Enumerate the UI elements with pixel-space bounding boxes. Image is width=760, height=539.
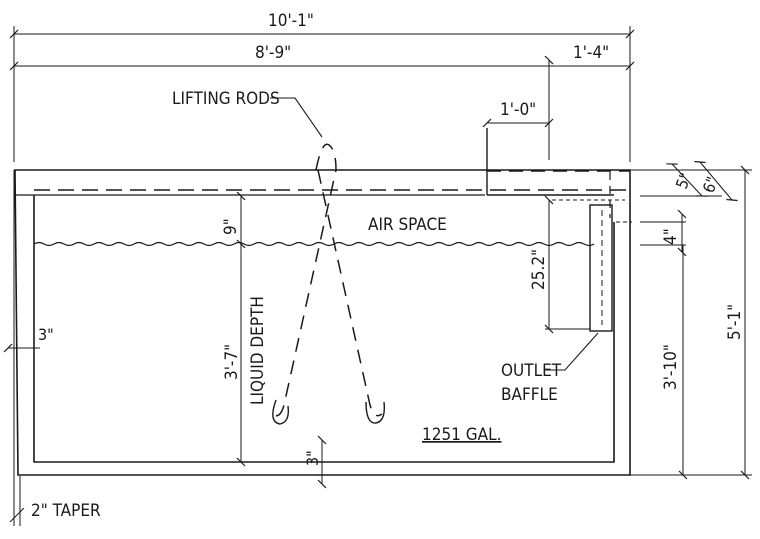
dim-outlet-section: 1'-4" xyxy=(573,43,609,63)
liquid-surface-line xyxy=(33,241,595,247)
label-liquid-depth: LIQUID DEPTH xyxy=(248,296,268,405)
tank-inner-wall xyxy=(33,195,615,463)
tank-body xyxy=(14,128,632,476)
dim-overall-length: 10'-1" xyxy=(268,11,314,31)
lifting-rods-leader xyxy=(270,97,323,138)
label-taper: 2" TAPER xyxy=(31,501,101,521)
label-air-space: AIR SPACE xyxy=(368,215,447,235)
dim-total-height: 5'-1" xyxy=(725,304,745,340)
dim-wall-thickness: 3" xyxy=(38,325,54,344)
outlet-baffle xyxy=(589,204,613,332)
dim-liquid-depth-value: 3'-7" xyxy=(222,344,242,380)
outlet-baffle-leader xyxy=(545,332,599,371)
lifting-rod-hook-right xyxy=(365,401,386,424)
label-outlet-baffle-line2: BAFFLE xyxy=(501,385,558,405)
dim-lid-thickness: 5" xyxy=(672,170,695,191)
dim-air-space-height: 9" xyxy=(221,218,241,235)
dim-outlet-gap: 4" xyxy=(661,228,681,245)
tank-outer-wall xyxy=(14,169,631,476)
dim-baffle-depth: 25.2" xyxy=(529,249,549,290)
dim-floor-thickness: 3" xyxy=(303,450,322,466)
outlet-riser xyxy=(486,128,614,196)
lifting-rod-left xyxy=(271,143,337,417)
label-outlet-baffle-line1: OUTLET xyxy=(501,361,562,381)
label-capacity: 1251 GAL. xyxy=(422,425,501,445)
dim-outside-height: 3'-10" xyxy=(661,344,681,390)
dim-inlet-offset: 1'-0" xyxy=(500,100,536,120)
dim-lid-overhang: 6" xyxy=(699,174,722,195)
lifting-rod-right xyxy=(317,169,383,417)
lifting-rods xyxy=(271,143,386,425)
label-lifting-rods: LIFTING RODS xyxy=(172,89,280,109)
lifting-rod-hook-left xyxy=(272,399,290,425)
dim-inner-length: 8'-9" xyxy=(255,43,291,63)
outlet-baffle-body xyxy=(589,204,613,332)
dimension-lines xyxy=(3,26,752,526)
